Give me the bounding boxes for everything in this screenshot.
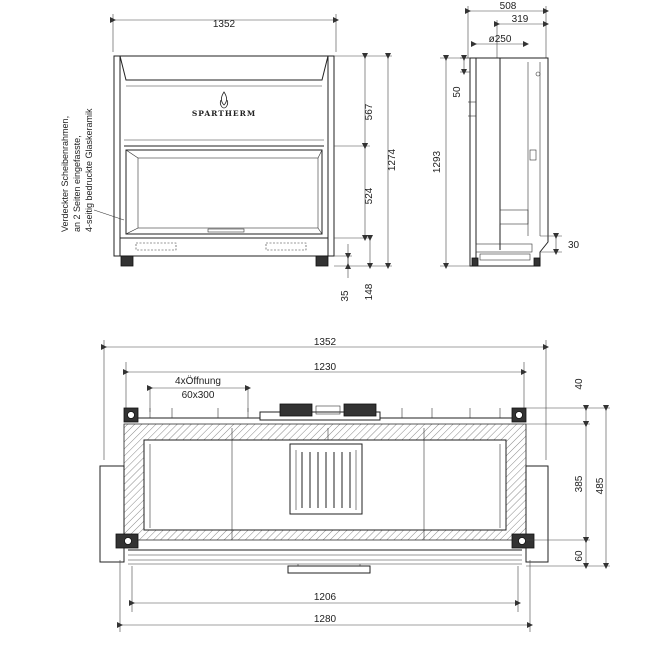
plan-depth-inner-label: 385 [574, 475, 585, 492]
flue-diameter-label: ø250 [489, 34, 512, 45]
note-line-2: an 2 Seiten eingefasste, [72, 135, 82, 232]
front-height-dimensions: 567 524 1274 35 148 [334, 53, 398, 302]
note-line-3: 4-seitig bedruckte Glaskeramik [84, 108, 94, 232]
side-view: 508 319 ø250 1293 50 30 [432, 1, 580, 269]
glass-window [125, 149, 323, 235]
plan-depth-dimensions: 40 385 60 485 [526, 378, 610, 569]
side-top-offset-label: 50 [452, 86, 463, 98]
side-depth-total-label: 508 [500, 1, 517, 12]
openings-label-1: 4xÖffnung [175, 375, 221, 387]
lower-height-label: 524 [364, 187, 375, 204]
plan-depth-total-label: 485 [595, 477, 606, 494]
front-width-label: 1352 [213, 19, 236, 30]
plan-outer-width-label: 1352 [314, 337, 337, 348]
grate [289, 443, 363, 515]
openings-label-2: 60x300 [182, 390, 215, 401]
base-height-label: 148 [364, 283, 375, 300]
plan-inner-width-label: 1206 [314, 592, 337, 603]
front-foot-right [315, 255, 329, 267]
front-view: 1352 SPARTHERM [60, 14, 398, 302]
side-body-outline [469, 57, 549, 267]
total-height-label: 1274 [387, 148, 398, 171]
side-depth-partial-label: 319 [512, 14, 529, 25]
upper-height-label: 567 [364, 103, 375, 120]
side-bottom-offset-label: 30 [568, 240, 580, 251]
corner-posts [115, 407, 535, 549]
note-line-1: Verdeckter Scheibenrahmen, [60, 116, 70, 232]
plan-depth-top-label: 40 [574, 378, 585, 390]
side-total-height-label: 1293 [432, 150, 443, 173]
front-foot-left [120, 255, 134, 267]
front-outer-frame [113, 55, 335, 257]
svg-text:SPARTHERM: SPARTHERM [192, 109, 256, 118]
plan-bottom-dimensions: 1206 1280 [117, 560, 533, 632]
plan-depth-front-label: 60 [574, 550, 585, 562]
plan-top-dimensions: 1352 1230 4xÖffnung 60x300 [101, 337, 549, 460]
front-width-dimension: 1352 [110, 14, 339, 52]
side-depth-dimensions: 508 319 ø250 [465, 1, 549, 58]
plan-view: 1352 1230 4xÖffnung 60x300 [99, 337, 610, 632]
plan-opening-span-label: 1230 [314, 362, 337, 373]
foot-height-label: 35 [340, 290, 351, 302]
spartherm-logo: SPARTHERM [192, 91, 256, 118]
firebox-hatched-shell [123, 423, 527, 541]
plan-base-width-label: 1280 [314, 614, 337, 625]
